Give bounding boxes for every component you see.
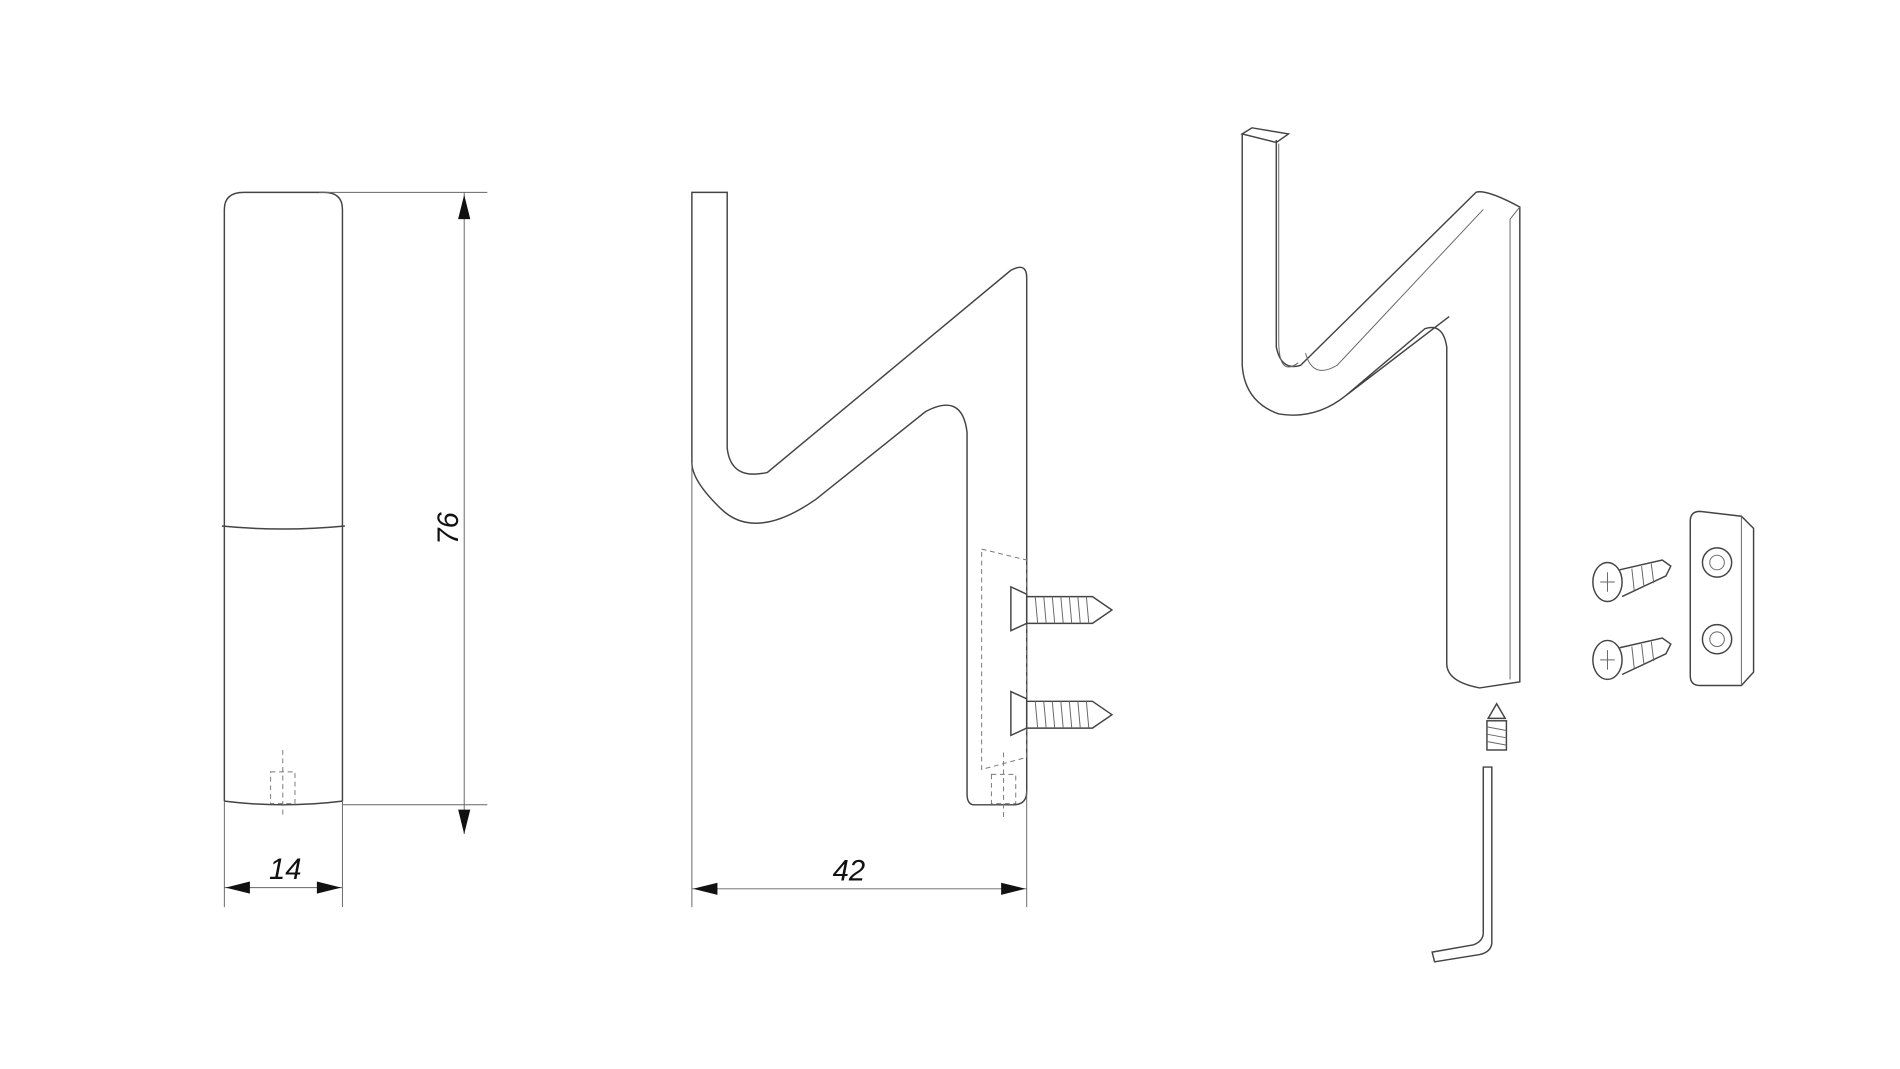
screw-icon xyxy=(1592,559,1672,603)
side-view: 42 xyxy=(691,191,1114,908)
screw-icon xyxy=(1010,585,1114,632)
set-screw-icon xyxy=(1486,702,1508,751)
screw-icon xyxy=(1592,637,1672,681)
hex-key-icon xyxy=(1431,766,1493,963)
front-view: 76 14 xyxy=(221,191,488,908)
dimension-width: 14 xyxy=(269,854,302,886)
isometric-view xyxy=(1240,127,1755,963)
mounting-plate-icon xyxy=(1689,510,1755,687)
dimension-height: 76 xyxy=(433,511,465,544)
dimension-depth: 42 xyxy=(833,855,866,887)
screw-icon xyxy=(1010,690,1114,737)
